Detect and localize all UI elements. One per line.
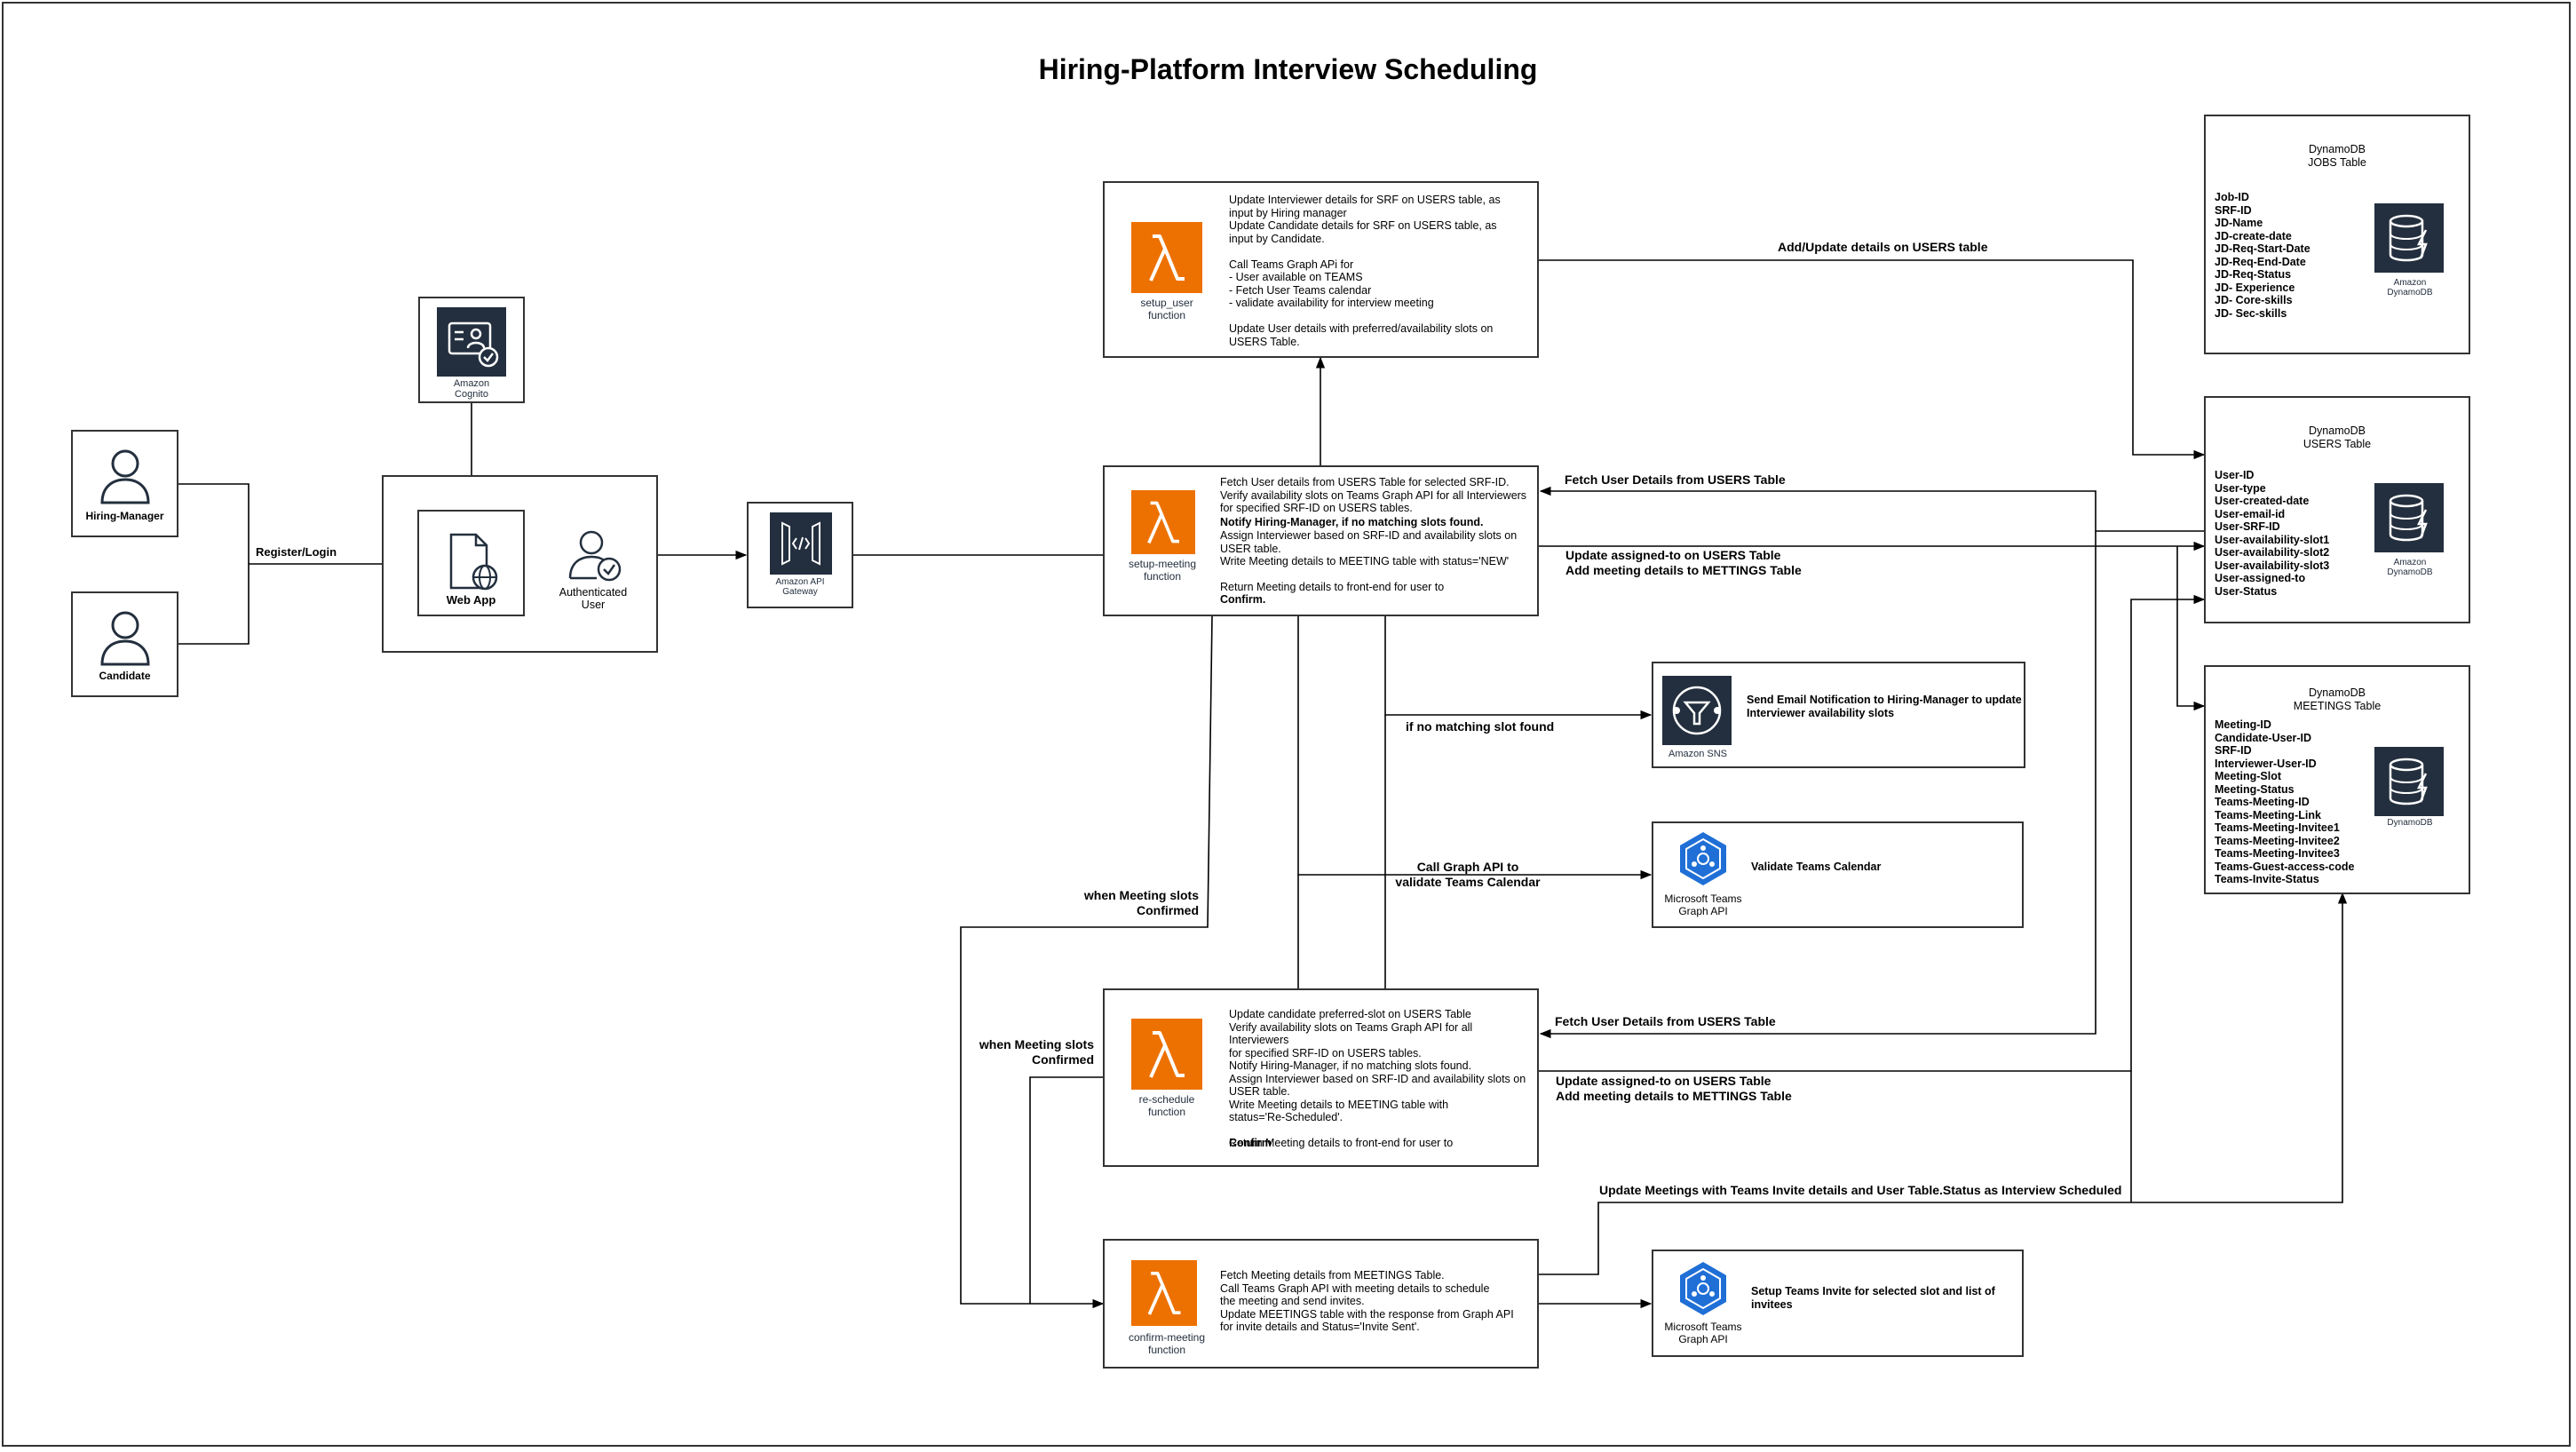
- setup-meeting-desc-a: Fetch User details from USERS Table for …: [1220, 476, 1527, 514]
- dynamodb-icon: [2374, 483, 2444, 552]
- edge-label-fetch-users-2: Fetch User Details from USERS Table: [1555, 1014, 1776, 1028]
- edge-label-confirmed-2: when Meeting slots Confirmed: [979, 1037, 1094, 1067]
- sns-label: Amazon SNS: [1668, 749, 1728, 759]
- jobs-table-box: DynamoDB JOBS Table Job-ID SRF-ID JD-Nam…: [2204, 115, 2470, 354]
- confirm-meeting-function-box: confirm-meeting function Fetch Meeting d…: [1103, 1239, 1539, 1369]
- hiring-manager-label: Hiring-Manager: [85, 510, 164, 522]
- confirm-meeting-function-label: confirm-meeting function: [1128, 1331, 1206, 1356]
- jobs-table-icon-label: Amazon DynamoDB: [2387, 278, 2433, 298]
- candidate-box: Candidate: [71, 591, 178, 697]
- meetings-table-box: DynamoDB MEETINGS Table Meeting-ID Candi…: [2204, 665, 2470, 894]
- edge-label-register-login: Register/Login: [256, 545, 337, 559]
- edge-setupuser-to-users: [1539, 259, 2206, 460]
- cognito-icon: [437, 307, 506, 377]
- edge-confirmed-1: [960, 615, 1213, 1309]
- edge-confirm-to-meetings: [1539, 892, 2348, 1275]
- edge-reschedule-to-users: [1539, 594, 2206, 1072]
- graph-validate-desc: Validate Teams Calendar: [1751, 861, 1882, 873]
- jobs-table-fields: Job-ID SRF-ID JD-Name JD-create-date JD-…: [2215, 191, 2310, 320]
- edge-label-call-graph: Call Graph API to validate Teams Calenda…: [1395, 860, 1541, 889]
- diagram-title: Hiring-Platform Interview Scheduling: [1038, 53, 1538, 85]
- edge-setupmeeting-to-meetings: [2176, 546, 2206, 711]
- edge-label-confirmed-1: when Meeting slots Confirmed: [1083, 888, 1199, 917]
- setup-user-function-box: setup_user function Update Interviewer d…: [1103, 181, 1539, 358]
- edge-label-update-meetings-invite: Update Meetings with Teams Invite detail…: [1599, 1183, 2122, 1197]
- users-table-header: DynamoDB USERS Table: [2303, 424, 2372, 450]
- sns-box: Amazon SNS Send Email Notification to Hi…: [1652, 662, 2025, 768]
- hiring-manager-box: Hiring-Manager: [71, 430, 178, 537]
- candidate-label: Candidate: [99, 670, 151, 682]
- meetings-table-fields: Meeting-ID Candidate-User-ID SRF-ID Inte…: [2215, 718, 2355, 885]
- edge-label-fetch-users-1: Fetch User Details from USERS Table: [1565, 472, 1786, 487]
- setup-meeting-desc-c: Assign Interviewer based on SRF-ID and a…: [1220, 529, 1518, 593]
- api-gateway-box: Amazon API Gateway: [747, 502, 853, 608]
- api-gateway-label: Amazon API Gateway: [775, 577, 825, 597]
- edge-label-update-assigned-1: Update assigned-to on USERS Table Add me…: [1565, 548, 1802, 577]
- setup-meeting-desc-d: Confirm.: [1220, 593, 1266, 606]
- cognito-label: Amazon Cognito: [453, 378, 490, 400]
- jobs-table-header: DynamoDB JOBS Table: [2308, 143, 2366, 169]
- sns-icon: [1662, 676, 1732, 745]
- edge-no-matching-to-sns: [1384, 616, 1653, 720]
- graph-invite-desc: Setup Teams Invite for selected slot and…: [1751, 1285, 1995, 1311]
- meetings-table-icon-label: DynamoDB: [2387, 818, 2433, 828]
- authenticated-user-icon: [568, 530, 622, 582]
- dynamodb-icon: [2374, 747, 2444, 816]
- users-table-fields: User-ID User-type User-created-date User…: [2215, 469, 2330, 598]
- web-app-icon: [449, 533, 498, 591]
- setup-meeting-function-box: setup-meeting function Fetch User detail…: [1103, 465, 1539, 616]
- dynamodb-icon: [2374, 203, 2444, 273]
- teams-graph-icon: [1680, 1262, 1726, 1315]
- lambda-icon: [1131, 1019, 1202, 1090]
- setup-meeting-desc-b: Notify Hiring-Manager, if no matching sl…: [1220, 516, 1484, 528]
- edge-call-graph-validate: [1297, 616, 1653, 880]
- teams-graph-icon: [1680, 832, 1726, 885]
- edge-cand-to-webapp: [178, 564, 250, 645]
- authenticated-user-label: Authenticated User: [559, 586, 628, 611]
- users-table-icon-label: Amazon DynamoDB: [2387, 558, 2433, 577]
- edge-label-update-assigned-2: Update assigned-to on USERS Table Add me…: [1556, 1074, 1792, 1103]
- api-gateway-icon: [770, 512, 832, 575]
- setup-user-function-desc: Update Interviewer details for SRF on US…: [1229, 194, 1501, 348]
- reschedule-desc-b: Confirm: [1229, 1137, 1272, 1149]
- edge-confirmed-2: [1029, 1076, 1103, 1304]
- edge-hm-to-webapp: [178, 483, 250, 564]
- setup-meeting-function-label: setup-meeting function: [1128, 558, 1197, 583]
- graph-validate-box: Microsoft Teams Graph API Validate Teams…: [1652, 821, 2024, 928]
- meetings-table-header: DynamoDB MEETINGS Table: [2293, 686, 2382, 712]
- user-icon: [100, 611, 150, 666]
- reschedule-desc-a: Update candidate preferred-slot on USERS…: [1229, 1008, 1526, 1149]
- graph-validate-label: Microsoft Teams Graph API: [1664, 893, 1742, 917]
- edge-users-fetch-1: [1539, 486, 2204, 532]
- edge-label-add-update-users: Add/Update details on USERS table: [1778, 240, 1988, 254]
- reschedule-function-label: re-schedule function: [1138, 1093, 1195, 1118]
- web-app-label: Web App: [446, 593, 496, 607]
- confirm-meeting-desc: Fetch Meeting details from MEETINGS Tabl…: [1220, 1269, 1514, 1333]
- webapp-box: Web App: [417, 510, 525, 616]
- lambda-icon: [1131, 1260, 1197, 1326]
- graph-invite-box: Microsoft Teams Graph API Setup Teams In…: [1652, 1250, 2024, 1357]
- graph-invite-label: Microsoft Teams Graph API: [1664, 1321, 1742, 1345]
- cognito-box: Amazon Cognito: [418, 297, 525, 403]
- edge-users-fetch-2: [1539, 531, 2096, 1039]
- edge-label-no-matching: if no matching slot found: [1406, 719, 1555, 734]
- reschedule-function-box: re-schedule function Update candidate pr…: [1103, 988, 1539, 1167]
- user-icon: [100, 449, 150, 504]
- lambda-icon: [1131, 490, 1195, 554]
- sns-desc: Send Email Notification to Hiring-Manage…: [1747, 694, 2022, 719]
- users-table-box: DynamoDB USERS Table User-ID User-type U…: [2204, 396, 2470, 623]
- setup-user-function-label: setup_user function: [1140, 297, 1193, 321]
- lambda-icon: [1131, 222, 1202, 293]
